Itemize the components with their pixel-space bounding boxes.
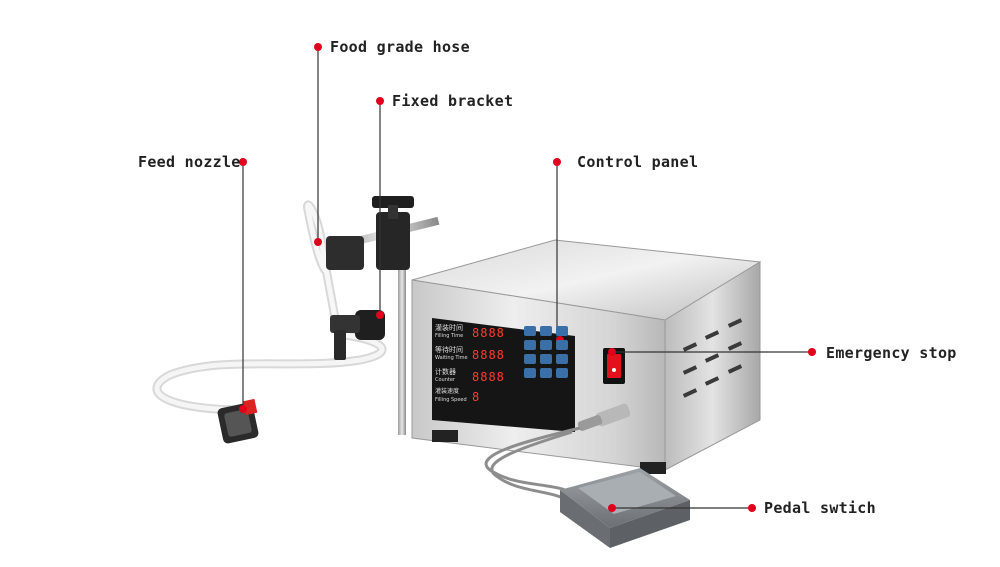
label-pedal-switch: Pedal swtich [764,499,876,517]
waiting-time-label-en: Waiting Time [435,355,468,361]
waiting-time-label-cn: 等待时间 [435,346,463,354]
key [540,340,552,350]
filling-time-label-en: Filling Time [435,333,464,339]
filling-speed-label-en: Filling Speed [435,397,467,403]
counter-display: 8888 [472,370,505,384]
key [540,354,552,364]
key [556,368,568,378]
key [556,340,568,350]
key [556,326,568,336]
label-feed-nozzle: Feed nozzle [138,153,241,171]
filling-time-display: 8888 [472,326,505,340]
key [556,354,568,364]
waiting-time-display: 8888 [472,348,505,362]
keypad [524,326,568,378]
callout-markers [239,43,816,512]
pedal-cable [484,426,582,507]
key [524,340,536,350]
control-panel [432,318,575,432]
filling-speed-label-cn: 灌装速度 [435,388,460,395]
label-fixed-bracket: Fixed bracket [392,92,514,110]
counter-label-en: Counter [435,377,455,383]
key [524,326,536,336]
counter-label-cn: 计数器 [435,368,456,376]
emergency-stop-switch [603,348,625,384]
key [540,368,552,378]
label-emergency-stop: Emergency stop [826,344,957,362]
food-grade-hose [152,200,387,415]
label-control-panel: Control panel [577,153,699,171]
leader-lines [242,47,812,509]
filling-time-label-cn: 灌装时间 [435,324,463,332]
key [540,326,552,336]
side-vents [682,318,743,398]
key [524,368,536,378]
key [524,354,536,364]
pedal-connector [577,403,631,431]
label-food-grade-hose: Food grade hose [330,38,470,56]
pedal-switch [560,468,690,548]
speed-display: 8 [472,390,480,404]
control-panel-face: 灌装时间 Filling Time 等待时间 Waiting Time 计数器 … [432,320,574,430]
